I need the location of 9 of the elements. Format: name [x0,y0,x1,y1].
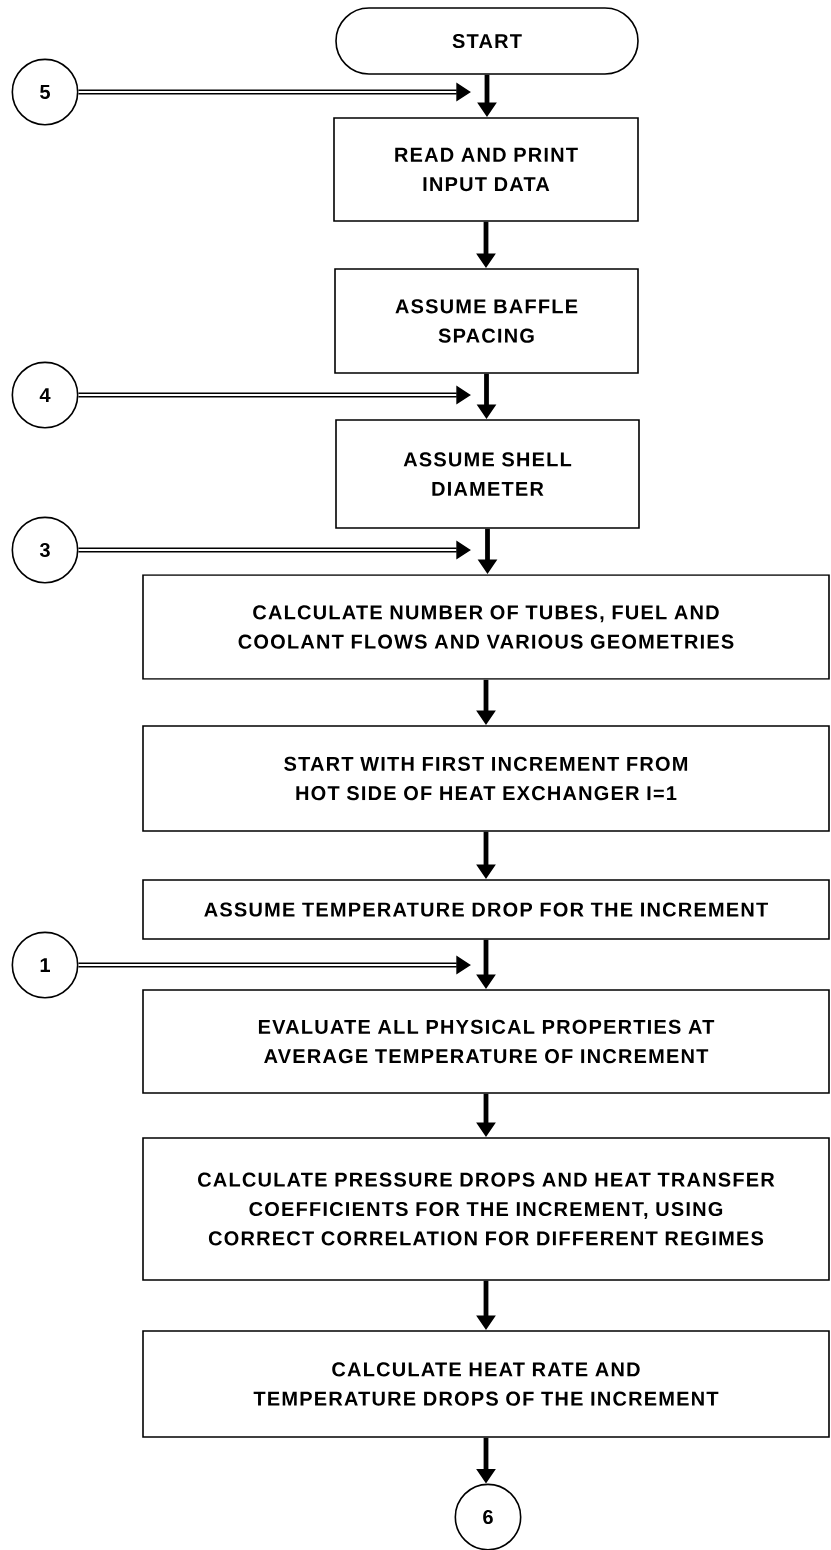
process-box: ASSUME BAFFLE SPACING [334,268,639,374]
process-box: EVALUATE ALL PHYSICAL PROPERTIES AT AVERAGE TEMPERATURE OF INCREMENT [142,989,830,1094]
process-box: READ AND PRINT INPUT DATA [333,117,639,222]
process-box: CALCULATE HEAT RATE AND TEMPERATURE DROPS OF THE INCREMENT [142,1330,830,1438]
process-box: CALCULATE NUMBER OF TUBES, FUEL AND COOLANT FLOWS AND VARIOUS GEOMETRIES [142,574,830,680]
process-box: ASSUME SHELL DIAMETER [335,419,640,529]
process-box: CALCULATE PRESSURE DROPS AND HEAT TRANSFER COEFFICIENTS FOR THE INCREMENT, USING CORRECT CORRELATION FOR DIFFERENT REGIMES [142,1137,830,1281]
process-box: ASSUME TEMPERATURE DROP FOR THE INCREMENT [142,879,830,940]
process-box: START WITH FIRST INCREMENT FROM HOT SIDE OF HEAT EXCHANGER I=1 [142,725,830,832]
